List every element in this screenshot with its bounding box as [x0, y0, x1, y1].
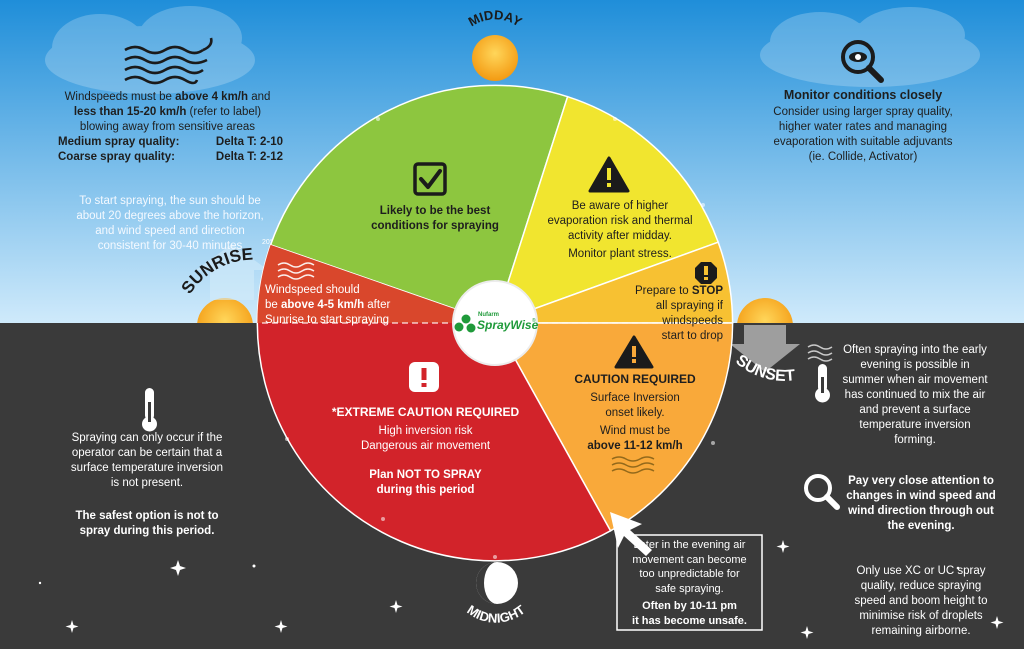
green-segment-text: Likely to be the best conditions for spr…: [371, 205, 499, 232]
medium-quality-label: Medium spray quality:: [58, 136, 180, 148]
left-sun-text: To start spraying, the sun should be abo…: [76, 195, 264, 252]
caution-wind-icon: [611, 456, 655, 474]
coarse-quality-value: Delta T: 2-12: [215, 151, 283, 163]
evening-box: [616, 534, 763, 631]
stop-segment-text: Prepare to STOP all spraying if windspee…: [634, 285, 723, 342]
orange-segment: [493, 322, 734, 532]
evening-box-text: Later in the evening air movement can be…: [632, 539, 747, 627]
alert-square-icon: [409, 362, 439, 392]
yellow-segment: [493, 95, 720, 325]
left-wind-text: Windspeeds must be above 4 km/h and less…: [58, 91, 283, 163]
caution-triangle-icon: [614, 335, 654, 369]
right-spray-quality-text: Only use XC or UC spray quality, reduce …: [854, 565, 988, 637]
left-inversion-text: Spraying can only occur if the operator …: [70, 432, 224, 489]
evening-wind-icon: [807, 344, 833, 362]
coarse-quality-label: Coarse spray quality:: [58, 151, 175, 163]
sunset-sun-icon: [737, 298, 793, 323]
wind-lines-icon: [124, 37, 213, 85]
right-attention-text: Pay very close attention to changes in w…: [846, 475, 996, 532]
left-cloud: [45, 6, 255, 94]
degrees-label: 20°: [262, 238, 273, 246]
stars: [38, 540, 1004, 639]
checkbox-icon: [413, 162, 447, 196]
magnifier-eye-icon: [841, 40, 884, 83]
logo-mark-icon: [454, 314, 476, 333]
yellow-segment-text: Be aware of higher evaporation risk and …: [547, 200, 693, 260]
extreme-title: *EXTREME CAUTION REQUIRED: [331, 405, 520, 419]
left-safest-text: The safest option is not to spray during…: [75, 510, 219, 537]
logo-brand-top: Nufarm: [478, 312, 499, 318]
warning-triangle-icon: [588, 156, 630, 193]
extreme-segment-text: *EXTREME CAUTION REQUIRED High inversion…: [318, 405, 533, 498]
medium-quality-value: Delta T: 2-10: [215, 136, 283, 148]
thermometer-icon: [142, 388, 157, 432]
moon-icon: [476, 562, 518, 604]
sunset-arrow: [730, 325, 800, 372]
red-segment: [256, 243, 612, 562]
clock-dots: [285, 117, 715, 559]
sunrise-wind-icon: [277, 262, 315, 280]
caution-title: CAUTION REQUIRED: [574, 372, 696, 386]
evening-thermometer-icon: [815, 364, 830, 403]
monitor-title: Monitor conditions closely: [783, 88, 943, 102]
sun-icon: [472, 35, 518, 81]
spray-wheel: [256, 84, 734, 562]
caution-segment-text: CAUTION REQUIRED Surface Inversion onset…: [565, 372, 705, 454]
evening-arrow: [610, 512, 652, 556]
sunrise-arrow: [196, 244, 268, 300]
sunrise-segment-text: Windspeed should be above 4-5 km/h after…: [265, 284, 391, 326]
sunrise-sun-icon: [197, 298, 253, 323]
right-cloud: [760, 7, 980, 87]
logo-brand-main: SprayWise: [477, 318, 539, 332]
magnifier-icon: [804, 474, 840, 510]
stop-octagon-icon: [695, 262, 717, 284]
right-early-evening-text: Often spraying into the early evening is…: [842, 344, 988, 446]
right-monitor-text: Monitor conditions closely Consider usin…: [758, 88, 968, 165]
green-segment: [269, 84, 569, 324]
logo-registered-mark: ®: [532, 317, 536, 324]
midnight-label: MIDNIGHT: [464, 602, 527, 626]
logo-circle: [452, 280, 538, 366]
midday-label: MIDDAY: [466, 7, 525, 29]
sunrise-band: [257, 244, 495, 323]
